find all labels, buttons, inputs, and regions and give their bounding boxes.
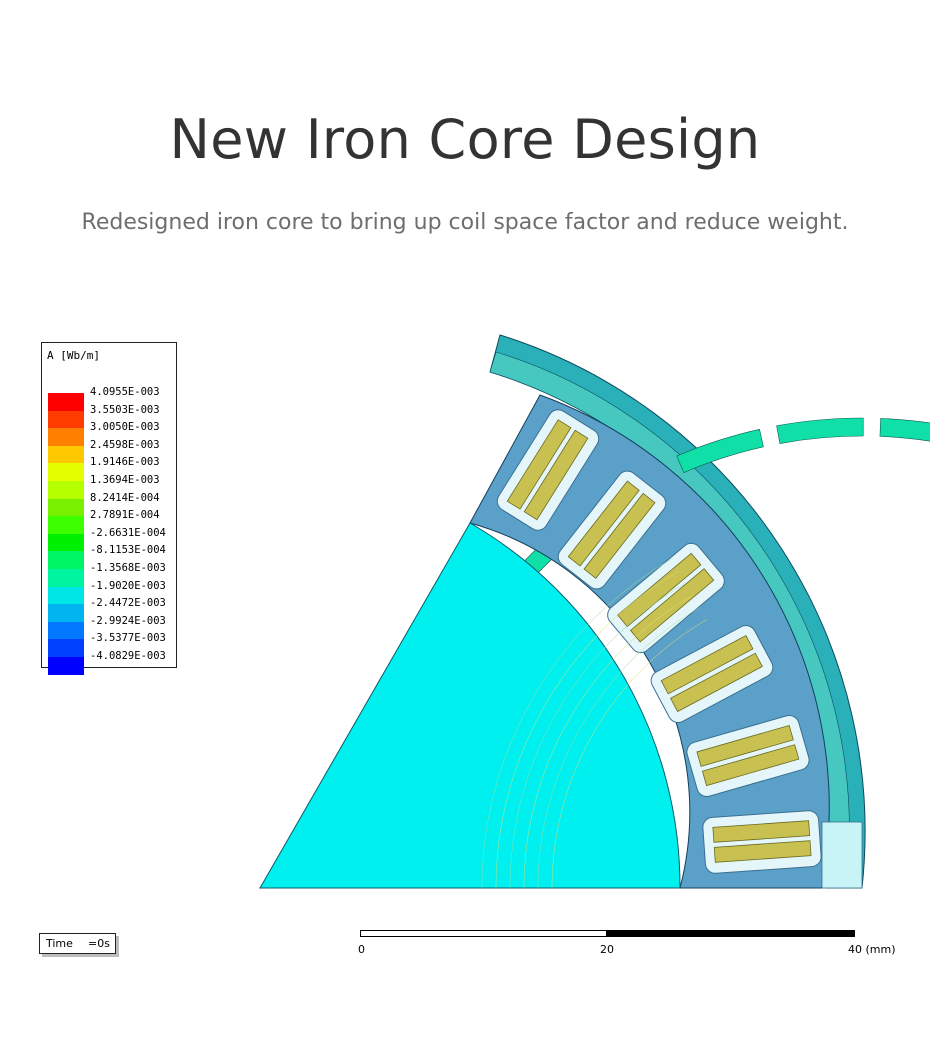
legend-label: 3.5503E-003 [90, 403, 160, 416]
legend-label: -3.5377E-003 [90, 632, 166, 645]
stator-slot [650, 625, 774, 723]
legend-swatch [48, 516, 84, 534]
stator-slot [686, 714, 810, 798]
legend-label: -8.1153E-004 [90, 544, 166, 557]
scale-tick-20: 20 [600, 943, 614, 956]
scale-bar-white-segment [360, 930, 607, 937]
legend-label: -4.0829E-003 [90, 649, 166, 662]
legend-title: A [Wb/m] [47, 349, 100, 362]
coil-upper [617, 552, 702, 628]
legend-label: -2.4472E-003 [90, 597, 166, 610]
legend-swatch [48, 428, 84, 446]
legend-label: 4.0955E-003 [90, 386, 160, 398]
legend-label: -2.9924E-003 [90, 614, 166, 627]
coil-lower [523, 429, 589, 521]
stator-slot [557, 470, 667, 590]
legend-label: -2.6631E-004 [90, 526, 166, 539]
color-legend: A [Wb/m] 4.0955E-003 3.5503E-003 3.0050E-0… [41, 342, 177, 675]
magnet-segment [676, 428, 764, 473]
coil-upper [696, 724, 794, 767]
legend-label: 1.3694E-003 [90, 473, 160, 486]
coil-lower [713, 840, 812, 863]
legend-label: 2.7891E-004 [90, 509, 160, 522]
flux-contour [537, 607, 701, 889]
legend-label: -1.3568E-003 [90, 561, 166, 574]
legend-swatch [48, 480, 84, 499]
legend-swatch [48, 568, 84, 587]
scale-bar-black-segment [607, 930, 855, 937]
legend-swatch [48, 621, 84, 640]
legend-swatch [48, 445, 84, 464]
legend-swatch [48, 586, 84, 605]
flux-contour [481, 558, 673, 889]
stator-slot [496, 409, 600, 531]
magnet-segment [776, 417, 864, 444]
flux-contour [551, 619, 708, 889]
boundary-block [821, 821, 863, 889]
inner-rotor-region [259, 522, 681, 889]
coil-lower [701, 744, 800, 787]
legend-label: 2.4598E-003 [90, 438, 160, 451]
legend-swatch [48, 639, 84, 657]
stator-slot [702, 810, 822, 874]
legend-swatch [48, 463, 84, 481]
coil-upper [506, 419, 572, 510]
coil-upper [712, 820, 811, 843]
time-label: Time [46, 937, 73, 950]
legend-label: 1.9146E-003 [90, 456, 160, 469]
magnet-segment [879, 418, 930, 442]
legend-swatch [48, 393, 84, 411]
coil-upper [567, 480, 640, 567]
legend-swatch [48, 498, 84, 517]
legend-label: 3.0050E-003 [90, 421, 160, 434]
legend-label: 8.2414E-004 [90, 491, 160, 504]
time-indicator: Time =0s [39, 933, 116, 954]
scale-tick-40: 40 (mm) [848, 943, 896, 956]
scale-tick-0: 0 [358, 943, 365, 956]
coil-lower [670, 652, 763, 713]
legend-swatch [48, 551, 84, 569]
legend-label: -1.9020E-003 [90, 579, 166, 592]
coil-lower [583, 492, 656, 579]
flux-contour [495, 570, 680, 889]
time-value: =0s [88, 937, 110, 950]
legend-swatch [48, 533, 84, 552]
flux-contour [523, 595, 694, 889]
legend-swatch [48, 656, 84, 675]
page-title: New Iron Core Design [169, 108, 761, 171]
page-subtitle: Redesigned iron core to bring up coil sp… [81, 210, 849, 235]
legend-swatch [48, 410, 84, 429]
coil-upper [660, 635, 754, 695]
legend-swatch [48, 604, 84, 622]
flux-contour [509, 582, 687, 889]
